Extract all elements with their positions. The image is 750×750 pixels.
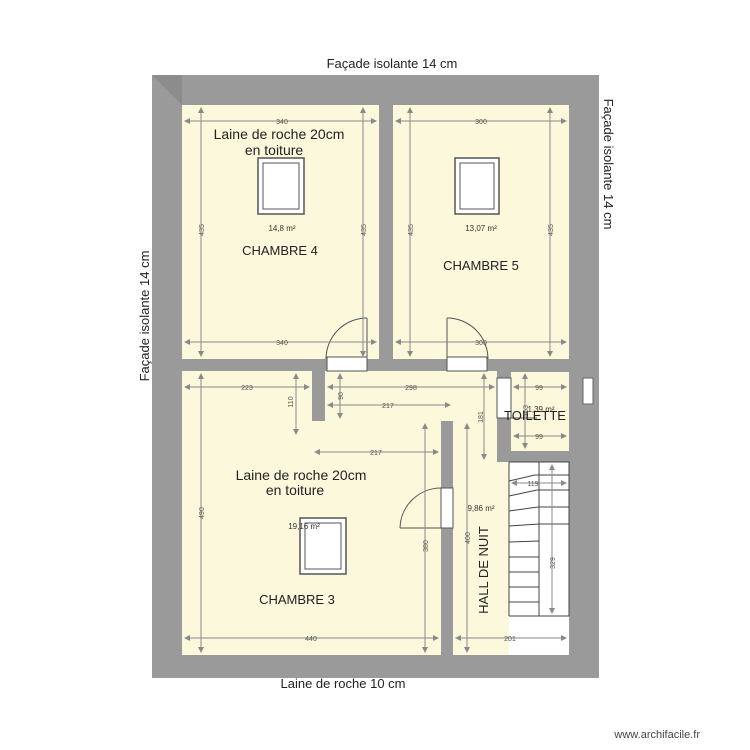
staircase xyxy=(508,461,570,617)
room-name-chambre3: CHAMBRE 3 xyxy=(259,592,335,607)
area-toilette: 1,39 m² xyxy=(527,405,554,414)
dim-corr-mid: 217 xyxy=(382,403,394,410)
dim-c3-left: 490 xyxy=(199,507,206,519)
dim-hall-bottom: 201 xyxy=(504,636,516,643)
dim-c5-right: 435 xyxy=(548,224,555,236)
facade-left: Façade isolante 14 cm xyxy=(137,251,152,382)
chambre5-floor xyxy=(393,105,569,359)
dim-corr-top: 298 xyxy=(405,385,417,392)
dim-stair-h: 329 xyxy=(550,557,557,569)
dimension-lines xyxy=(184,107,567,653)
area-chambre3: 19,16 m² xyxy=(288,522,320,531)
dim-wc-top: 99 xyxy=(535,385,543,392)
dim-c3-right: 380 xyxy=(423,540,430,552)
dim-c4-right: 435 xyxy=(361,224,368,236)
note-c4-line1: Laine de roche 20cm xyxy=(214,126,345,142)
dim-c3-bottom: 440 xyxy=(305,636,317,643)
toilette-window xyxy=(582,377,594,405)
facade-bottom: Laine de roche 10 cm xyxy=(280,676,405,691)
note-c4-line2: en toiture xyxy=(245,142,304,158)
dim-c3-step: 217 xyxy=(370,450,382,457)
credit-text: www.archifacile.fr xyxy=(613,729,700,741)
area-chambre5: 13,07 m² xyxy=(465,224,497,233)
facade-labels: Façade isolante 14 cm Façade isolante 14… xyxy=(137,56,616,691)
room-name-toilette: TOILETTE xyxy=(504,408,566,423)
area-labels: 14,8 m² 13,07 m² 19,16 m² 9,86 m² 1,39 m… xyxy=(268,224,554,531)
area-chambre4: 14,8 m² xyxy=(268,224,295,233)
area-hall: 9,86 m² xyxy=(467,504,494,513)
dim-wc-right: 163 xyxy=(523,405,530,417)
wall-corner-nw xyxy=(152,75,182,105)
note-c3-line2: en toiture xyxy=(266,482,325,498)
dim-stair-w: 119 xyxy=(527,481,538,488)
facade-top: Façade isolante 14 cm xyxy=(327,56,458,71)
room-name-chambre4: CHAMBRE 4 xyxy=(242,243,318,258)
dimension-labels: 340 340 435 435 300 300 435 435 223 110 … xyxy=(199,119,557,643)
dim-wc-bottom: 99 xyxy=(535,434,543,441)
chambre3-floor xyxy=(182,371,441,655)
dim-wc-v: 181 xyxy=(478,411,485,423)
dim-c5-bottom: 300 xyxy=(475,340,487,347)
insulation-notes: Laine de roche 20cm en toiture Laine de … xyxy=(214,126,367,498)
room-name-chambre5: CHAMBRE 5 xyxy=(443,258,519,273)
dim-c4-bottom: 340 xyxy=(276,340,288,347)
dim-c4-left: 435 xyxy=(199,224,206,236)
chambre4-floor xyxy=(182,105,379,359)
dim-corr-v: 90 xyxy=(338,392,345,400)
dim-c5-top: 300 xyxy=(475,119,487,126)
facade-right: Façade isolante 14 cm xyxy=(601,99,616,230)
dim-c3-top: 223 xyxy=(241,385,253,392)
room-name-hall: HALL DE NUIT xyxy=(476,526,491,614)
dim-hall-left: 400 xyxy=(465,532,472,544)
dim-c5-left: 435 xyxy=(408,224,415,236)
doors xyxy=(325,317,537,529)
dim-c4-top: 340 xyxy=(276,119,288,126)
dim-c3-small-v: 110 xyxy=(288,396,295,407)
room-names: CHAMBRE 4 CHAMBRE 5 CHAMBRE 3 TOILETTE H… xyxy=(242,243,566,614)
note-c3-line1: Laine de roche 20cm xyxy=(236,467,367,483)
skylights xyxy=(257,157,500,575)
